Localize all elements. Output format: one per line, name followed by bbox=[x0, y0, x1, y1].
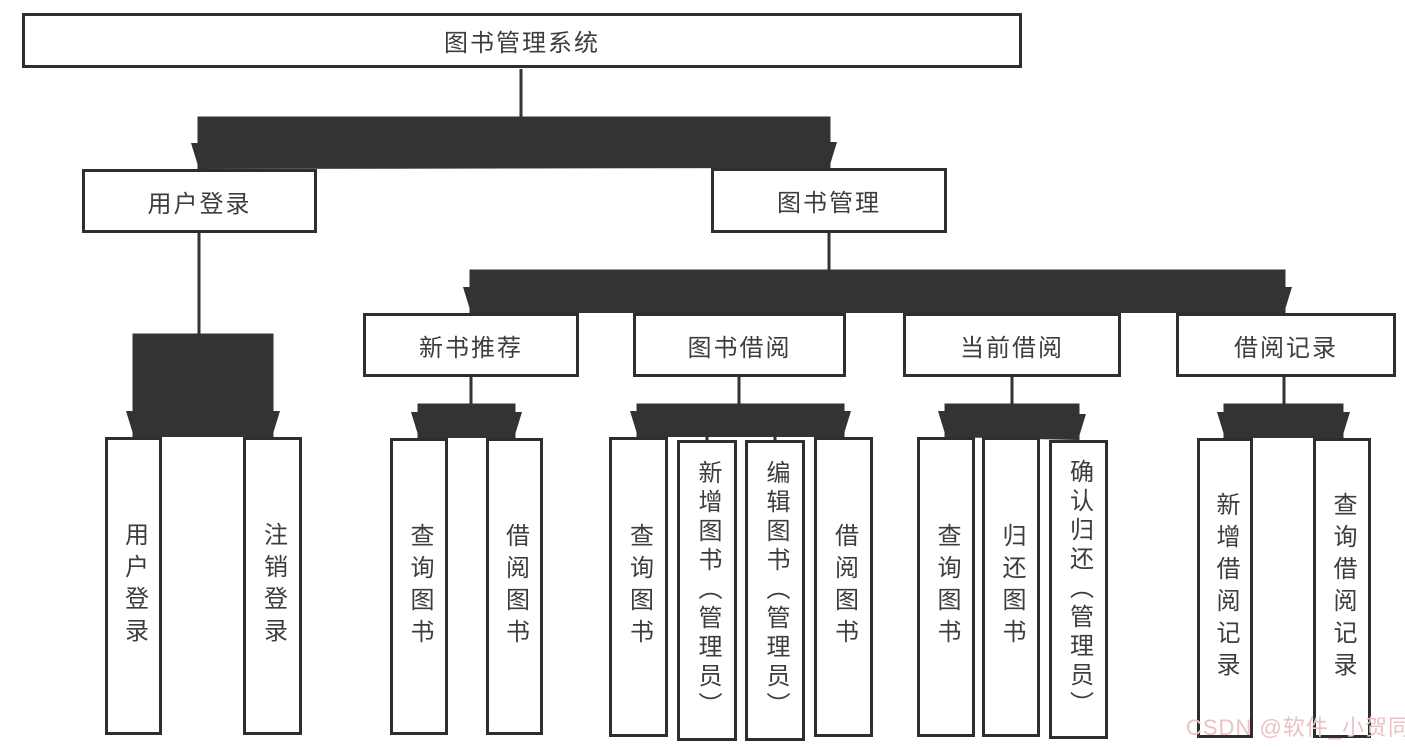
node-current-borrow: 当前借阅 bbox=[903, 313, 1121, 377]
node-book-borrow: 图书借阅 bbox=[633, 313, 846, 377]
connector-new-book-recommend-to-children bbox=[411, 377, 522, 438]
node-label: 当前借阅 bbox=[960, 334, 1064, 362]
node-label: 新增图书（管理员） bbox=[694, 460, 721, 721]
csdn-watermark: CSDN @软件_小贺同学 bbox=[1186, 715, 1405, 740]
leaf-return-book: 归还图书 bbox=[982, 437, 1040, 737]
leaf-confirm-return-admin: 确认归还（管理员） bbox=[1049, 440, 1108, 739]
node-label: 编辑图书（管理员） bbox=[762, 460, 789, 721]
node-label: 借阅记录 bbox=[1234, 334, 1338, 362]
node-new-book-recommend: 新书推荐 bbox=[363, 313, 579, 377]
connector-book-borrow-to-children bbox=[630, 377, 851, 440]
node-label: 图书借阅 bbox=[687, 334, 792, 362]
node-label: 借阅图书 bbox=[830, 523, 858, 651]
node-book-management: 图书管理 bbox=[711, 168, 947, 233]
connector-root-to-level1 bbox=[191, 69, 837, 169]
node-label: 查询图书 bbox=[625, 523, 653, 651]
leaf-query-book-current: 查询图书 bbox=[917, 437, 975, 737]
connector-book-management-to-children bbox=[463, 233, 1292, 313]
leaf-query-book-recommend: 查询图书 bbox=[390, 438, 448, 735]
node-label: 借阅图书 bbox=[501, 522, 529, 651]
node-label: 查询借阅记录 bbox=[1329, 492, 1356, 684]
node-label: 归还图书 bbox=[998, 523, 1025, 651]
leaf-borrow-book: 借阅图书 bbox=[814, 437, 873, 737]
node-borrow-records: 借阅记录 bbox=[1176, 313, 1396, 377]
leaf-query-borrow-record: 查询借阅记录 bbox=[1313, 438, 1371, 738]
connector-user-login-to-children bbox=[126, 233, 280, 437]
node-user-login: 用户登录 bbox=[82, 169, 317, 233]
connector-current-borrow-to-children bbox=[938, 377, 1086, 440]
node-label: 查询图书 bbox=[406, 522, 433, 651]
node-label: 确认归还（管理员） bbox=[1065, 459, 1093, 720]
node-label: 新增借阅记录 bbox=[1212, 492, 1239, 684]
node-label: 图书管理系统 bbox=[444, 30, 600, 57]
node-label: 查询图书 bbox=[933, 523, 960, 651]
leaf-query-book-borrow: 查询图书 bbox=[609, 437, 668, 737]
leaf-user-login: 用户登录 bbox=[105, 437, 162, 735]
leaf-add-book-admin: 新增图书（管理员） bbox=[677, 440, 737, 741]
leaf-borrow-book-recommend: 借阅图书 bbox=[486, 438, 543, 735]
node-label: 注销登录 bbox=[259, 522, 287, 650]
leaf-logout: 注销登录 bbox=[243, 437, 302, 735]
leaf-add-borrow-record: 新增借阅记录 bbox=[1197, 438, 1253, 738]
node-root-library-management-system: 图书管理系统 bbox=[22, 13, 1022, 68]
node-label: 用户登录 bbox=[147, 190, 252, 218]
node-label: 新书推荐 bbox=[419, 334, 523, 362]
node-label: 用户登录 bbox=[120, 522, 148, 650]
node-label: 图书管理 bbox=[777, 190, 881, 217]
leaf-edit-book-admin: 编辑图书（管理员） bbox=[745, 440, 805, 741]
connector-borrow-records-to-children bbox=[1217, 377, 1350, 438]
